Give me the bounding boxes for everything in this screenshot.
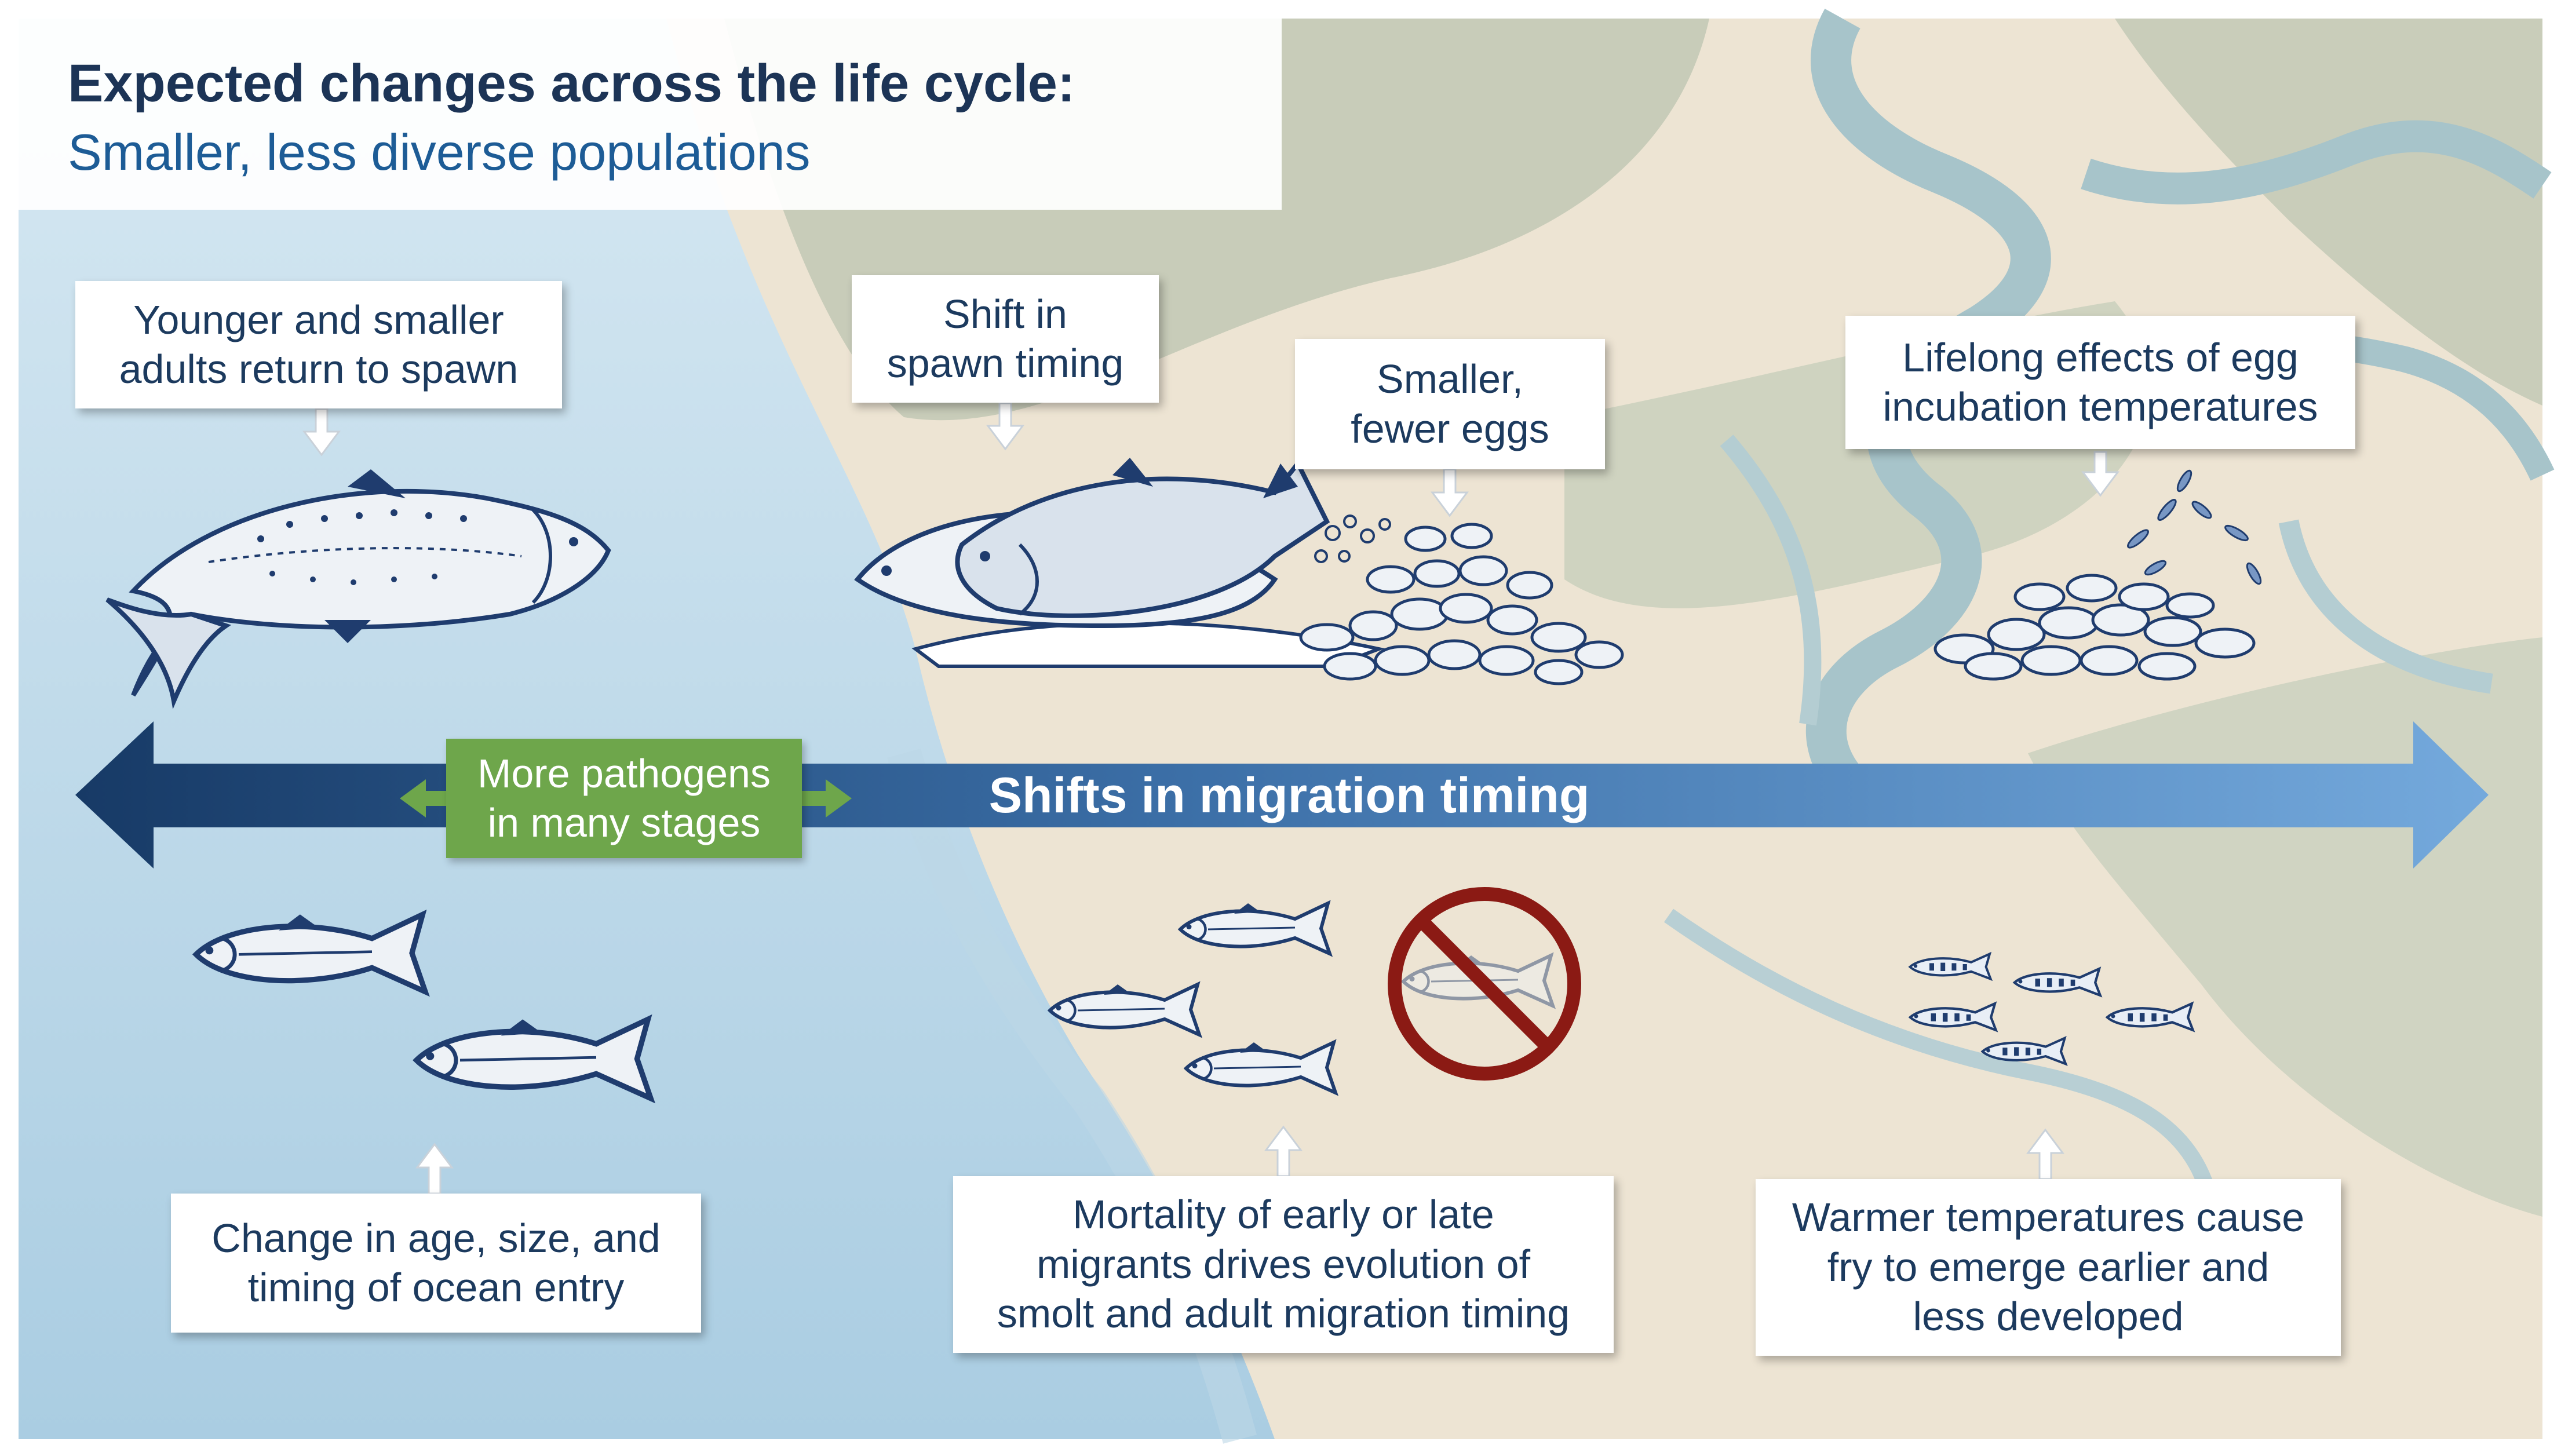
- header-panel: Expected changes across the life cycle: …: [19, 19, 1282, 210]
- migrant-mortality-callout: Mortality of early or late migrants driv…: [953, 1176, 1614, 1353]
- pathogens-text: More pathogens in many stages: [477, 750, 771, 845]
- fry-emergence-callout: Warmer temperatures cause fry to emerge …: [1756, 1179, 2341, 1356]
- migrant-mortality-text: Mortality of early or late migrants driv…: [997, 1192, 1570, 1337]
- egg-incubation-callout: Lifelong effects of egg incubation tempe…: [1845, 316, 2355, 449]
- ocean-entry-text: Change in age, size, and timing of ocean…: [211, 1215, 661, 1310]
- pathogen-left-arrow: [400, 779, 449, 818]
- adults-return-callout: Younger and smaller adults return to spa…: [75, 281, 562, 408]
- salmon-adult-icon: [105, 469, 611, 710]
- page-title: Expected changes across the life cycle:: [68, 54, 1075, 113]
- pathogen-right-arrow: [800, 779, 852, 818]
- fewer-eggs-callout: Smaller, fewer eggs: [1295, 339, 1605, 469]
- spawn-timing-text: Shift in spawn timing: [887, 291, 1124, 386]
- migration-timing-label: Shifts in migration timing: [988, 767, 1590, 823]
- spawn-timing-callout: Shift in spawn timing: [852, 275, 1159, 403]
- ocean-entry-callout: Change in age, size, and timing of ocean…: [171, 1194, 701, 1333]
- fewer-eggs-text: Smaller, fewer eggs: [1351, 356, 1549, 451]
- adults-return-text: Younger and smaller adults return to spa…: [119, 297, 519, 392]
- fry-emergence-text: Warmer temperatures cause fry to emerge …: [1792, 1195, 2305, 1340]
- emerging-fry-icon: [1933, 469, 2262, 681]
- pointer-arrows: [302, 402, 2119, 1195]
- prohibited-fish-icon: [1388, 887, 1581, 1081]
- page-subtitle: Smaller, less diverse populations: [68, 123, 811, 181]
- egg-bubbles: [1314, 514, 1391, 563]
- migration-timeline-arrow: [75, 721, 2489, 869]
- gravel-redd-icon: [1299, 523, 1624, 685]
- egg-incubation-text: Lifelong effects of egg incubation tempe…: [1883, 334, 2318, 429]
- spawning-salmon-icon: [854, 458, 1385, 668]
- pathogens-callout: More pathogens in many stages: [446, 739, 802, 858]
